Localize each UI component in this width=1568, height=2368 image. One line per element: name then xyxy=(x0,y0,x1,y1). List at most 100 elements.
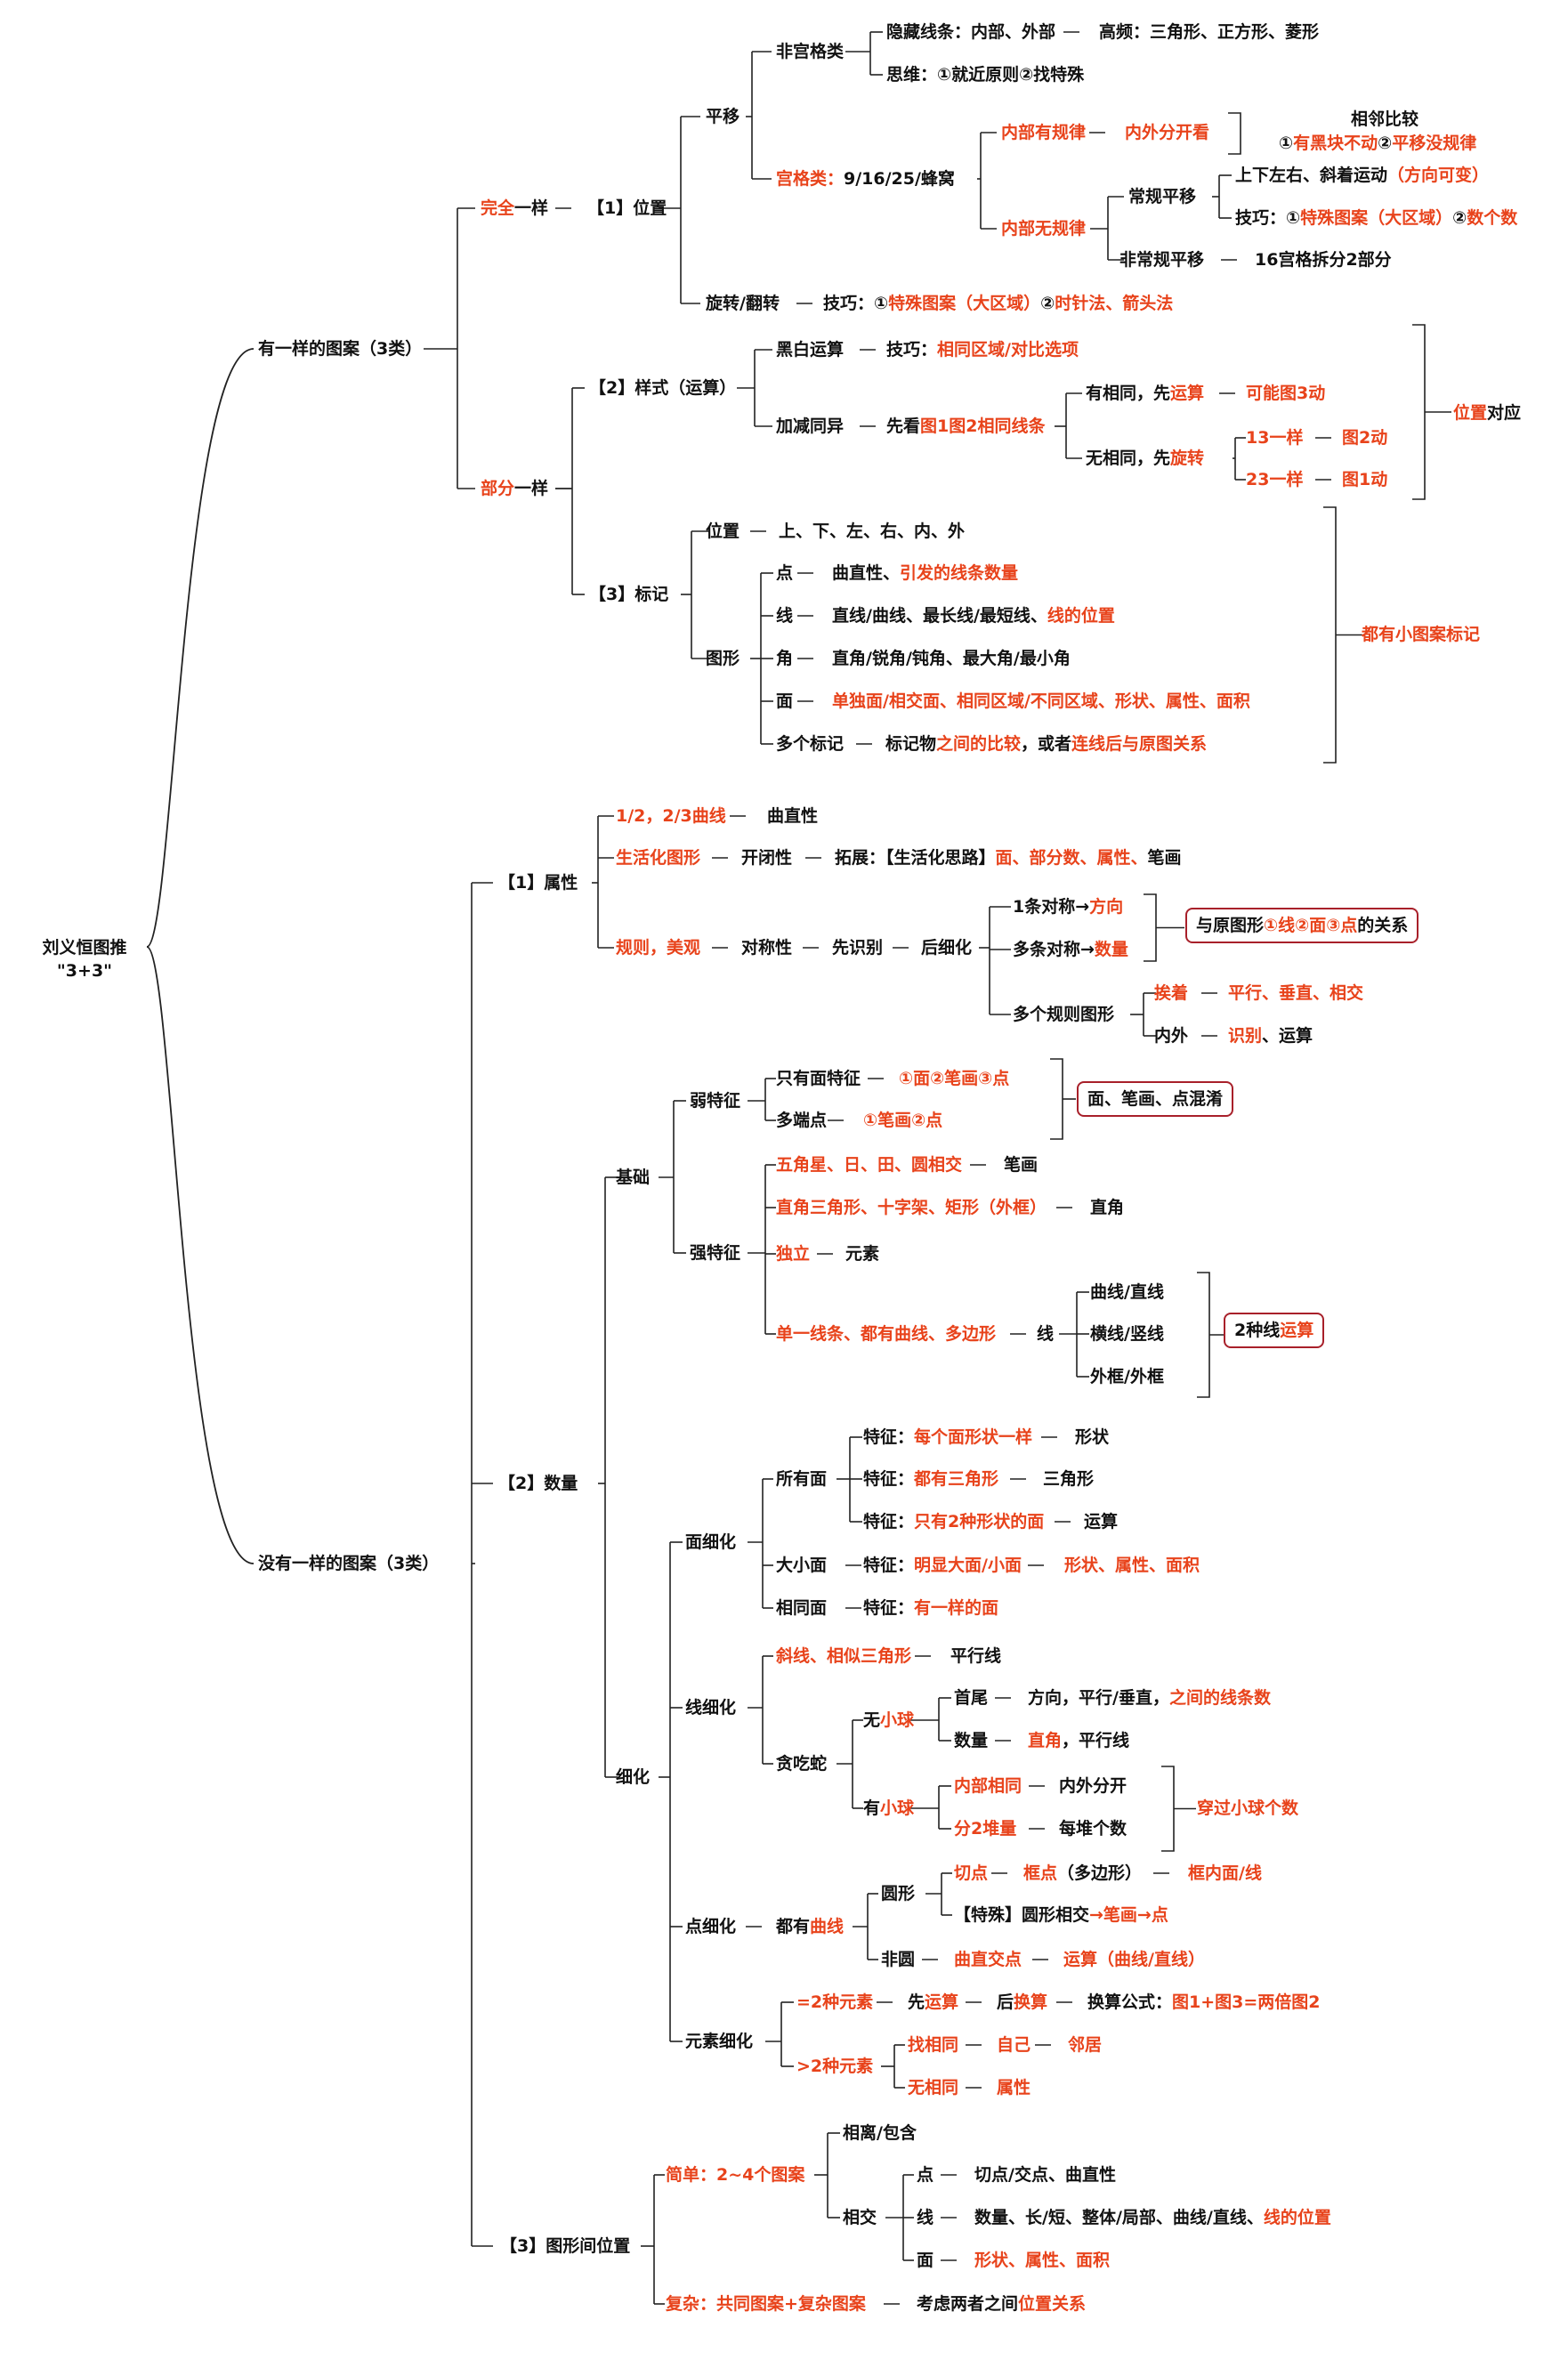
node-pos-surface: 面 xyxy=(917,2250,934,2271)
node-single-line-etc: 单一线条、都有曲线、多边形 xyxy=(776,1323,996,1345)
text-segment: 非常规平移 xyxy=(1119,250,1205,270)
text-segment: 非宫格类 xyxy=(776,42,845,61)
node-curvature: 曲直性 xyxy=(767,805,818,827)
text-segment: 后细化 xyxy=(921,938,973,958)
node-line: 线 xyxy=(776,605,793,626)
text-segment: 有一样的图案（3类） xyxy=(258,339,423,359)
node-small-pattern-marker: 都有小图案标记 xyxy=(1362,624,1480,645)
node-element-refine: 元素细化 xyxy=(685,2031,753,2052)
text-segment: 只有2种形状的面 xyxy=(914,1512,1045,1532)
node-marker-shape: 图形 xyxy=(706,648,740,669)
node-pos-point: 点 xyxy=(917,2164,934,2186)
text-segment: ，或者 xyxy=(1021,734,1072,754)
text-segment: 位置 xyxy=(1453,403,1488,423)
node-confusion-box: 面、笔画、点混淆 xyxy=(1077,1081,1234,1117)
text-segment: >2种元素 xyxy=(796,2057,874,2076)
text-segment: 拓展：【生活化思路】 xyxy=(835,848,996,868)
text-segment: 笔画 xyxy=(1004,1155,1039,1175)
text-segment: 强特征 xyxy=(690,1243,741,1263)
node-extension: 拓展：【生活化思路】面、部分数、属性、笔画 xyxy=(835,847,1182,869)
text-segment: 图2动 xyxy=(1342,428,1388,448)
node-circle: 圆形 xyxy=(881,1883,915,1904)
text-segment: 旋转/翻转 xyxy=(706,294,780,313)
text-segment: 平行、垂直、相交 xyxy=(1228,983,1364,1003)
text-segment: 圆形 xyxy=(881,1884,916,1903)
text-segment: 有一样的面 xyxy=(914,1598,999,1618)
text-segment: 相同面 xyxy=(776,1598,828,1618)
text-segment: 23一样 xyxy=(1246,470,1304,489)
node-curve-straight-intersect: 曲直交点 xyxy=(954,1949,1022,1970)
text-segment: 非圆 xyxy=(881,1950,916,1969)
node-no-same-element: 无相同 xyxy=(908,2077,958,2098)
text-segment: ① xyxy=(1279,133,1294,153)
text-segment: 上下左右、斜着运动 xyxy=(1235,166,1388,185)
node-intersect: 相交 xyxy=(843,2207,877,2228)
text-segment: 内部无规律 xyxy=(1001,219,1087,238)
text-segment: 面 xyxy=(776,691,794,711)
node-translation-tip: 技巧：①特殊图案（大区域）②数个数 xyxy=(1235,207,1517,229)
text-segment: 先 xyxy=(908,1992,925,2012)
node-maybe-img3: 可能图3动 xyxy=(1246,383,1325,404)
node-rotate-flip: 旋转/翻转 xyxy=(706,293,780,314)
node-position-match: 位置对应 xyxy=(1453,402,1521,424)
node-head-tail: 首尾 xyxy=(954,1687,988,1709)
text-segment: 加减同异 xyxy=(776,416,845,436)
node-relation-box: 与原图形①线②面③点的关系 xyxy=(1185,908,1419,943)
node-neighbor: 邻居 xyxy=(1068,2034,1102,2056)
text-segment: 技巧：① xyxy=(823,294,889,313)
node-surface-only-detail: ①面②笔画③点 xyxy=(899,1068,1009,1089)
text-segment: 所有面 xyxy=(776,1469,828,1489)
node-inner-irregular: 内部无规律 xyxy=(1001,218,1086,239)
node-non-grid: 非宫格类 xyxy=(776,41,844,62)
text-segment: 直角 xyxy=(1028,1731,1063,1750)
text-segment: 图形 xyxy=(706,649,740,668)
text-segment: 内外分开 xyxy=(1059,1776,1128,1796)
node-snake: 贪吃蛇 xyxy=(776,1753,827,1774)
text-segment: 没有一样的图案（3类） xyxy=(258,1554,440,1573)
node-inside-outside: 内外 xyxy=(1154,1025,1188,1047)
node-irregular-translation: 非常规平移 xyxy=(1119,249,1204,271)
text-segment: 之间的线条数 xyxy=(1168,1688,1271,1708)
text-segment: 点细化 xyxy=(685,1917,737,1936)
text-segment: 常规平移 xyxy=(1128,187,1197,206)
node-inter-shape-position: 【3】图形间位置 xyxy=(500,2235,630,2257)
text-segment: 复杂：共同图案+复杂图案 xyxy=(666,2294,866,2314)
node-inside-outside-detail: 识别、运算 xyxy=(1228,1025,1313,1047)
text-segment: ①笔画②点 xyxy=(863,1111,943,1130)
text-segment: 都有 xyxy=(776,1917,811,1936)
text-segment: 位置关系 xyxy=(1018,2294,1087,2314)
text-segment: 1条对称→ xyxy=(1013,897,1090,917)
node-img1-moves: 图1动 xyxy=(1342,469,1387,490)
text-segment: 直角 xyxy=(1090,1198,1125,1217)
node-adjacent-compare: 相邻比较 xyxy=(1351,109,1418,130)
node-refine-after: 后细化 xyxy=(921,937,972,958)
text-segment: 技巧：① xyxy=(1235,208,1301,228)
text-segment: 小球 xyxy=(880,1798,915,1818)
text-segment: 先识别 xyxy=(832,938,884,958)
node-style-operation: 【2】样式（运算） xyxy=(589,377,736,399)
text-segment: 特征： xyxy=(863,1427,915,1447)
node-adjacent-compare-detail: ①有黑块不动②平移没规律 xyxy=(1279,133,1476,154)
node-angle-detail: 直角/锐角/钝角、最大角/最小角 xyxy=(832,648,1071,669)
node-star-etc-stroke: 笔画 xyxy=(1004,1154,1038,1176)
text-segment: 13一样 xyxy=(1246,428,1304,448)
text-segment: "3+3" xyxy=(56,961,113,981)
text-segment: 线细化 xyxy=(685,1698,737,1717)
node-point: 点 xyxy=(776,562,793,584)
text-segment: 特征： xyxy=(863,1469,915,1489)
text-segment: 时针法、箭头法 xyxy=(1055,294,1174,313)
text-segment: 无相同，先 xyxy=(1086,449,1171,468)
node-star-etc: 五角星、日、田、圆相交 xyxy=(776,1154,962,1176)
text-segment: 内部相同 xyxy=(954,1776,1022,1796)
text-segment: 每个面形状一样 xyxy=(914,1427,1033,1447)
text-segment: ② xyxy=(1378,133,1393,153)
node-parallel: 平行线 xyxy=(950,1645,1001,1667)
text-segment: 方向 xyxy=(1089,897,1124,917)
node-refine: 细化 xyxy=(616,1766,650,1788)
node-surface-only: 只有面特征 xyxy=(776,1068,861,1089)
text-segment: 运算 xyxy=(1280,1321,1314,1340)
node-identify-first: 先识别 xyxy=(832,937,883,958)
text-segment: 属性 xyxy=(997,2078,1031,2097)
text-segment: 有相同，先 xyxy=(1086,384,1171,403)
